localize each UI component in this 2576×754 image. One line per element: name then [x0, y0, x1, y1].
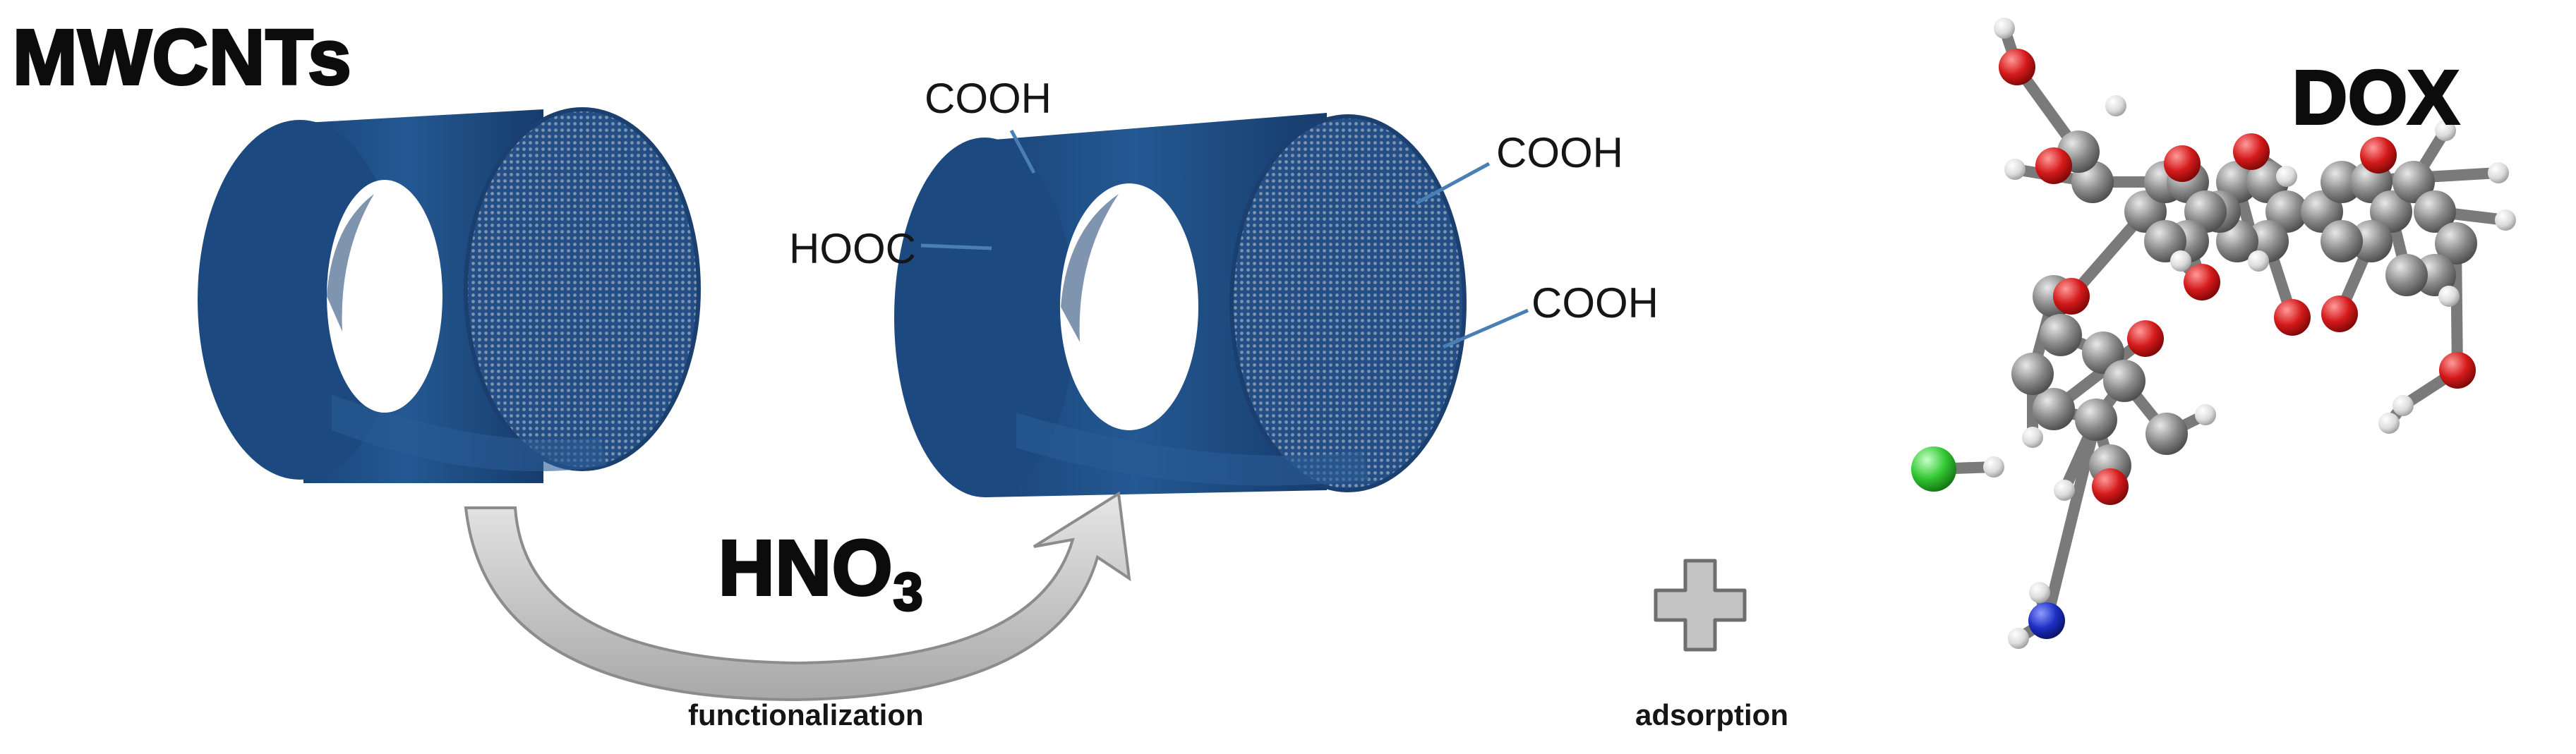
hydrogen-atom [2378, 413, 2400, 434]
oxygen-atom [2439, 352, 2476, 389]
carbon-atom [2435, 222, 2477, 264]
oxygen-atom [2053, 278, 2090, 315]
oxygen-atom [2035, 147, 2072, 184]
hno3-reagent-label: HNO3 [717, 523, 924, 624]
hydrogen-atom [2393, 395, 2414, 416]
hydrogen-atom [2022, 427, 2043, 448]
nitrogen-atom [2028, 602, 2065, 639]
carbon-atom [2385, 254, 2428, 296]
chlorine-atom [1911, 446, 1956, 492]
plus-icon [1654, 559, 1747, 652]
mwcnt-tube-functionalized [894, 113, 1467, 497]
hno3-subscript: 3 [892, 561, 924, 624]
carbon-atom [2103, 360, 2145, 402]
hno3-formula: HNO [717, 523, 893, 613]
hydrogen-atom [2495, 209, 2516, 231]
hydrogen-atom [1994, 18, 2015, 39]
carbon-atom [2075, 399, 2117, 441]
carbon-atom [2011, 353, 2054, 395]
oxygen-atom [2321, 296, 2358, 332]
hydrogen-atom [2195, 404, 2216, 425]
hydrogen-atom [2248, 250, 2269, 272]
oxygen-atom [2164, 145, 2201, 182]
hydrogen-atom [2054, 480, 2075, 501]
functionalization-label: functionalization [688, 698, 924, 731]
hydrogen-atom [2276, 166, 2297, 187]
oxygen-atom [2184, 264, 2220, 300]
adsorption-label: adsorption [1635, 698, 1788, 731]
mwcnt-tube-pristine [198, 107, 701, 483]
dox-molecule-atoms [1911, 18, 2516, 649]
carbon-atom [2033, 388, 2075, 430]
curved-arrow-icon [464, 491, 1131, 702]
carbon-atom [2321, 220, 2363, 262]
dox-bond [2041, 414, 2102, 626]
oxygen-atom [2360, 137, 2397, 174]
oxygen-atom [1999, 49, 2035, 85]
dox-title: DOX [2291, 53, 2460, 141]
group-leader-lines [920, 129, 1529, 349]
carbon-atom [2040, 314, 2082, 356]
cooh-group-label: COOH [925, 75, 1052, 122]
oxygen-atom [2233, 133, 2270, 170]
hydrogen-atom [2029, 582, 2050, 603]
dox-bond [2450, 238, 2463, 376]
carbon-atom [2350, 220, 2393, 262]
carbon-atom [2321, 161, 2363, 203]
hydrogen-atom [1983, 456, 2004, 478]
cooh-group-label: COOH [1531, 279, 1659, 327]
hydrogen-atom [2435, 120, 2456, 141]
mwcnts-title: MWCNTs [11, 13, 353, 102]
carbon-atom [2145, 413, 2188, 455]
hydrogen-atom [2008, 628, 2029, 649]
hydrogen-atom [2004, 159, 2026, 180]
oxygen-atom [2092, 468, 2129, 505]
hydrogen-atom [2105, 95, 2126, 116]
carbon-atom [2414, 190, 2456, 233]
hydrogen-atom [2488, 162, 2509, 183]
oxygen-atom [2274, 299, 2311, 336]
carbon-atom [2393, 161, 2435, 203]
hydrogen-atom [2438, 286, 2460, 307]
cooh-group-label: COOH [1496, 129, 1623, 176]
oxygen-atom [2127, 320, 2164, 357]
hooc-group-label: HOOC [789, 225, 916, 272]
hydrogen-atom [2170, 250, 2191, 272]
